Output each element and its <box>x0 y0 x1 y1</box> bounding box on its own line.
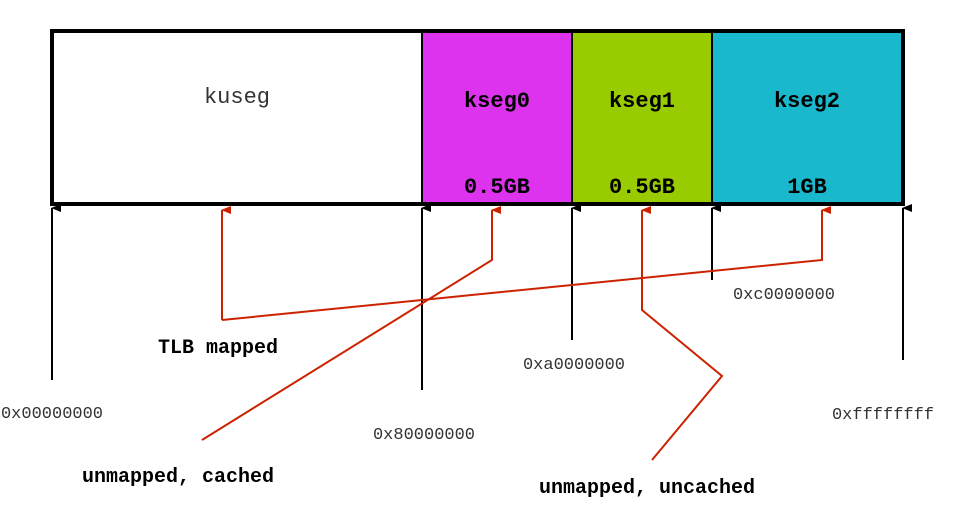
unmapped-uncached-label: unmapped, uncached <box>539 477 755 500</box>
kseg1-size: 0.5GB <box>609 175 675 200</box>
address-label-0xa0000000: 0xa0000000 <box>523 356 625 375</box>
segment-kseg0 <box>422 31 572 204</box>
address-label-0xc0000000: 0xc0000000 <box>733 286 835 305</box>
address-label-0xffffffff: 0xffffffff <box>832 406 934 425</box>
kuseg-label: kuseg <box>204 85 270 110</box>
kseg0-label: kseg0 <box>464 89 530 114</box>
kseg2-size: 1GB <box>787 175 827 200</box>
tlb-mapped-label: TLB mapped <box>158 337 278 360</box>
tlb-mapped-arrow-kseg2 <box>221 206 831 321</box>
unmapped-cached-label: unmapped, cached <box>82 466 274 489</box>
segment-kseg2 <box>712 31 903 204</box>
address-space-box <box>50 29 905 206</box>
kseg2-label: kseg2 <box>774 89 840 114</box>
address-label-0x80000000: 0x80000000 <box>373 426 475 445</box>
unmapped-cached-arrow <box>201 206 501 441</box>
segment-kseg1 <box>572 31 712 204</box>
address-label-0x00000000: 0x00000000 <box>1 405 103 424</box>
kseg1-label: kseg1 <box>609 89 675 114</box>
kseg0-size: 0.5GB <box>464 175 530 200</box>
unmapped-uncached-arrow <box>641 206 724 461</box>
segment-kuseg <box>52 31 422 204</box>
